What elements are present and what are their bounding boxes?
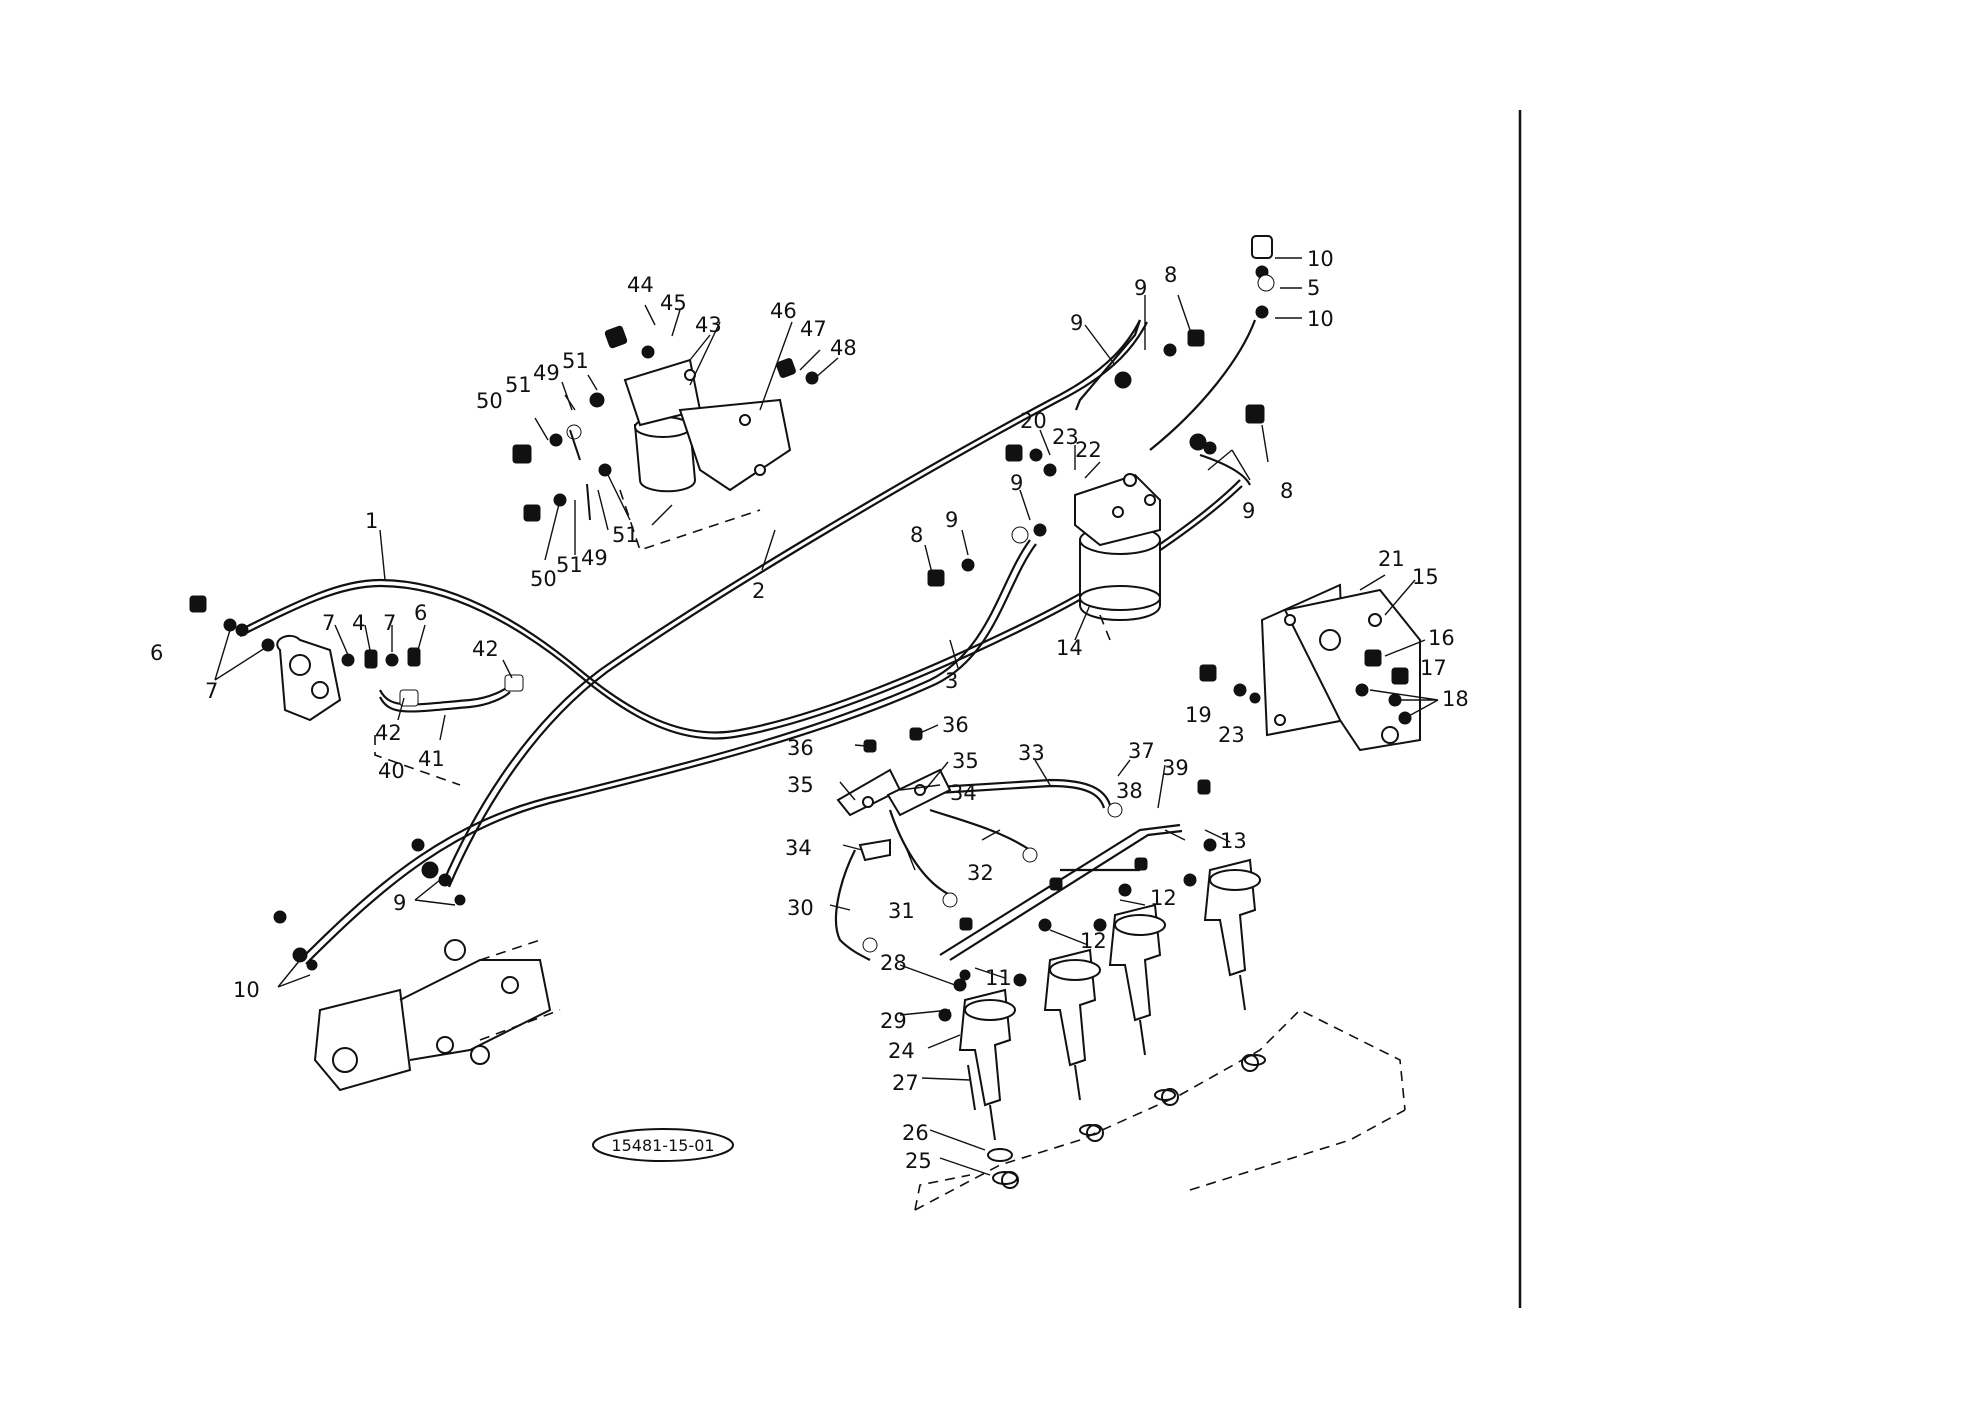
part-label: 32 <box>967 861 994 885</box>
part-label: 6 <box>414 601 427 625</box>
part-label: 42 <box>375 721 402 745</box>
banjo-fitting-5 <box>1251 235 1275 319</box>
part-label: 26 <box>902 1121 929 1145</box>
filter-bracket-46 <box>678 398 792 492</box>
feed-pump <box>189 595 524 786</box>
part-label: 21 <box>1378 547 1405 571</box>
part-label: 23 <box>1218 723 1245 747</box>
part-label: 46 <box>770 299 797 323</box>
part-label: 44 <box>627 273 654 297</box>
part-label: 28 <box>880 951 907 975</box>
part-label: 41 <box>418 747 445 771</box>
injection-pump <box>273 838 561 1092</box>
part-label: 6 <box>150 641 163 665</box>
part-label: 9 <box>393 891 406 915</box>
upper-fuel-filter-assembly <box>512 325 819 552</box>
part-label: 43 <box>695 313 722 337</box>
part-label: 10 <box>1307 247 1334 271</box>
part-label: 35 <box>787 773 814 797</box>
part-label: 10 <box>1307 307 1334 331</box>
part-label: 4 <box>352 611 365 635</box>
part-label: 51 <box>562 349 589 373</box>
part-label: 14 <box>1056 636 1083 660</box>
part-label: 7 <box>205 679 218 703</box>
part-label: 9 <box>1134 276 1147 300</box>
part-label: 8 <box>1280 479 1293 503</box>
diagram-code-oval <box>592 1128 734 1162</box>
part-label: 51 <box>505 373 532 397</box>
part-label: 9 <box>1010 471 1023 495</box>
part-label: 38 <box>1116 779 1143 803</box>
part-label: 27 <box>892 1071 919 1095</box>
part-label: 24 <box>888 1039 915 1063</box>
part-label: 30 <box>787 896 814 920</box>
part-label: 45 <box>660 291 687 315</box>
part-label: 51 <box>612 523 639 547</box>
part-label: 3 <box>945 669 958 693</box>
part-label: 8 <box>910 523 923 547</box>
injector-2 <box>1043 948 1101 1136</box>
part-label: 40 <box>378 759 405 783</box>
part-label: 31 <box>888 899 915 923</box>
part-label: 15 <box>1412 565 1439 589</box>
leader-lines <box>214 257 1439 1176</box>
part-label: 9 <box>945 508 958 532</box>
fuel-filter-14 <box>927 329 1265 641</box>
part-label: 36 <box>942 713 969 737</box>
injection-pipe-clamps <box>836 727 1123 953</box>
part-label: 10 <box>233 978 260 1002</box>
part-label: 49 <box>533 361 560 385</box>
part-label: 49 <box>581 546 608 570</box>
part-label: 7 <box>383 611 396 635</box>
part-label: 34 <box>785 836 812 860</box>
part-label: 9 <box>1242 499 1255 523</box>
part-label: 37 <box>1128 739 1155 763</box>
part-label: 33 <box>1018 741 1045 765</box>
part-label: 20 <box>1020 409 1047 433</box>
filter-bracket-15 <box>1199 583 1421 752</box>
part-label: 48 <box>830 336 857 360</box>
part-label: 1 <box>365 509 378 533</box>
part-label: 7 <box>322 611 335 635</box>
part-label: 29 <box>880 1009 907 1033</box>
part-label: 19 <box>1185 703 1212 727</box>
part-label: 5 <box>1307 276 1320 300</box>
part-label: 22 <box>1075 438 1102 462</box>
part-label: 39 <box>1162 756 1189 780</box>
injector-4 <box>1203 858 1266 1066</box>
part-label: 12 <box>1150 886 1177 910</box>
part-labels: 10 5 10 8 9 9 9 8 20 23 22 9 8 9 21 15 1… <box>150 247 1469 1173</box>
fuel-hoses <box>239 319 1257 965</box>
part-label: 47 <box>800 317 827 341</box>
part-label: 11 <box>985 966 1012 990</box>
part-label: 16 <box>1428 626 1455 650</box>
injector-1 <box>958 988 1018 1185</box>
part-label: 8 <box>1164 263 1177 287</box>
part-label: 34 <box>950 781 977 805</box>
part-label: 23 <box>1052 425 1079 449</box>
part-label: 35 <box>952 749 979 773</box>
part-label: 2 <box>752 579 765 603</box>
part-label: 50 <box>530 567 557 591</box>
part-label: 12 <box>1080 929 1107 953</box>
injector-3 <box>1108 903 1176 1101</box>
part-label: 9 <box>1070 311 1083 335</box>
part-label: 13 <box>1220 829 1247 853</box>
part-label: 18 <box>1442 687 1469 711</box>
part-label: 42 <box>472 637 499 661</box>
part-label: 51 <box>556 553 583 577</box>
part-label: 17 <box>1420 656 1447 680</box>
diagram-code: 15481-15-01 <box>611 1136 714 1155</box>
filter-bowl-upper <box>633 424 697 493</box>
part-label: 50 <box>476 389 503 413</box>
part-label: 25 <box>905 1149 932 1173</box>
cylinder-head-outline <box>914 1009 1406 1211</box>
part-label: 36 <box>787 736 814 760</box>
injector-nozzles <box>938 779 1266 1185</box>
